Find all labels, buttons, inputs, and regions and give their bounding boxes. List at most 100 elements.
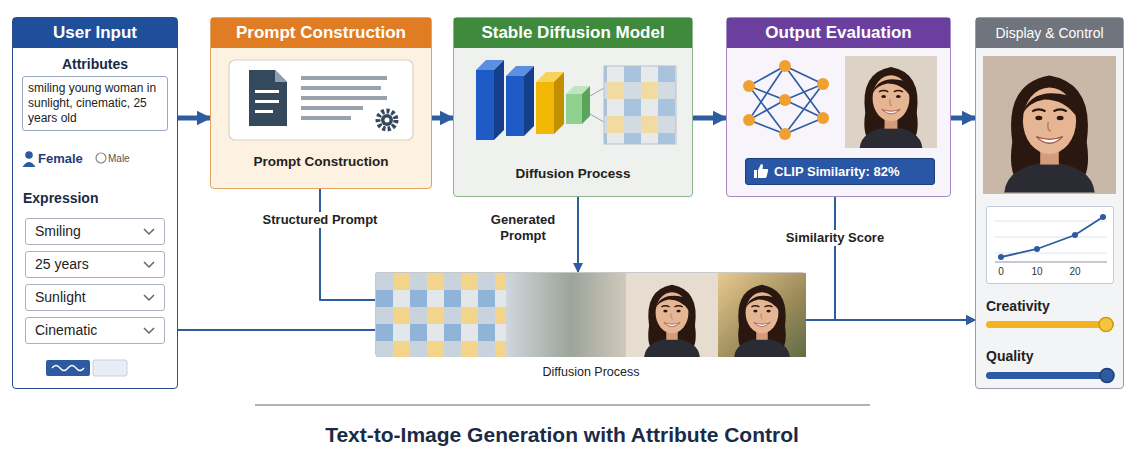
evaluation-network-part <box>743 114 755 126</box>
thumbs-up-icon <box>753 163 769 179</box>
prompt-document-icon-part <box>385 118 390 123</box>
radio-label: Male <box>108 153 130 165</box>
edge-label: Generated Prompt <box>476 212 570 243</box>
dropdown: 25 years <box>25 251 165 278</box>
section-label: Attributes <box>13 56 177 73</box>
prompt-document-icon-part <box>301 116 351 120</box>
radio-label: Female <box>38 151 83 167</box>
dropdown-chevron <box>144 229 154 234</box>
prompt-document-icon-part <box>275 70 287 82</box>
score-text: CLIP Similarity: 82% <box>774 163 930 180</box>
diffusion-model-blocks-part <box>590 88 604 122</box>
edge-label: Structured Prompt <box>258 212 382 228</box>
dropdown-chevron <box>144 295 154 300</box>
dropdown-chevron <box>144 328 154 333</box>
axis-tick: 20 <box>1066 266 1084 278</box>
evaluation-network-part <box>749 66 785 86</box>
dropdown-chevron <box>144 262 154 267</box>
prompt-document-icon <box>211 48 431 152</box>
process-panel: Prompt ConstructionPrompt Construction <box>210 17 432 189</box>
diffusion-model-blocks-part <box>604 66 676 144</box>
line-chart-part <box>995 262 1107 263</box>
diffusion-model-blocks-part <box>524 66 534 136</box>
prompt-document-icon-part <box>255 100 279 103</box>
diffusion-model-blocks-part <box>582 86 590 124</box>
evaluation-network-part <box>779 60 791 72</box>
input-panel: User InputAttributesExpressionsmiling yo… <box>12 17 178 389</box>
prompt-document-icon-part <box>301 86 381 90</box>
dropdown-value: 25 years <box>35 256 135 273</box>
evaluation-network-part <box>817 112 829 124</box>
connector-line <box>320 189 375 300</box>
user-input-graphics-part <box>46 360 90 376</box>
user-input-graphics-part <box>23 162 36 167</box>
prompt-document-icon-part <box>301 106 363 110</box>
user-input-graphics-part <box>96 153 106 163</box>
dropdown-chevron <box>143 261 155 269</box>
chart-box: 0 10 20 <box>986 206 1114 284</box>
diffusion-strip-images-part <box>718 273 806 357</box>
diffusion-strip-images-part <box>626 273 718 357</box>
diffusion-strip-images-part <box>376 273 526 357</box>
connector-line <box>805 319 975 321</box>
evaluation-network-part <box>785 118 823 134</box>
prompt-document-icon-part <box>229 60 413 140</box>
flow-arrow <box>693 116 726 121</box>
panel-header: Prompt Construction <box>211 18 431 48</box>
prompt-document-icon-part <box>301 96 387 100</box>
evaluation-network-part <box>779 94 791 106</box>
diffusion-model-blocks-part <box>476 70 494 140</box>
dropdown-chevron <box>143 294 155 302</box>
flow-arrow <box>951 116 975 121</box>
edge-label: Similarity Score <box>773 230 897 246</box>
evaluation-network-part <box>785 100 823 118</box>
diffusion-strip-images-part <box>644 285 700 357</box>
slider-label: Quality <box>986 348 1106 365</box>
user-input-graphics-part <box>52 366 84 371</box>
dropdown: Sunlight <box>25 284 165 311</box>
dropdown: Cinematic <box>25 317 165 344</box>
display-output-and-sliders-part <box>1004 75 1094 192</box>
dropdown-value: Cinematic <box>35 322 135 339</box>
display-panel: Display & ControlCreativityQuality 01020 <box>975 17 1124 389</box>
slider-label: Creativity <box>986 298 1106 315</box>
connector-line <box>577 197 579 272</box>
prompt-document-icon-part <box>249 70 287 126</box>
panel-header: Stable Diffusion Model <box>454 18 692 48</box>
evaluation-network <box>727 48 950 154</box>
diffusion-strip-images-part <box>506 273 636 357</box>
display-output-and-sliders-part <box>986 321 1114 328</box>
caption-rule-part <box>255 404 870 406</box>
panel-header: User Input <box>13 18 177 48</box>
dropdown: Smiling <box>25 218 165 245</box>
prompt-document-icon-part <box>378 111 396 129</box>
strip-caption: Diffusion Process <box>376 365 806 380</box>
display-output-and-sliders-part <box>983 56 1116 194</box>
diffusion-model-blocks-part <box>506 76 524 136</box>
evaluation-network-part <box>749 100 785 120</box>
display-output-and-sliders-part <box>986 372 1114 379</box>
evaluation-network-part <box>749 66 785 120</box>
evaluation-network-part <box>860 67 923 148</box>
display-output-and-sliders-part <box>1099 318 1113 332</box>
display-output-and-sliders-part <box>1100 369 1114 383</box>
line-chart-part <box>998 214 1106 260</box>
process-panel: Output EvaluationCLIP Similarity: 82% <box>726 17 951 197</box>
process-panel: Stable Diffusion ModelDiffusion Process <box>453 17 693 197</box>
prompt-document-icon-part <box>255 90 279 93</box>
axis-tick: 0 <box>992 266 1010 278</box>
prompt-text: smiling young woman in sunlight, cinemat… <box>28 81 162 126</box>
panel-header: Output Evaluation <box>727 18 950 48</box>
diffusion-strip-images <box>376 273 806 357</box>
panel-caption: Prompt Construction <box>211 154 431 170</box>
line-chart-part <box>1034 246 1040 252</box>
axis-tick: 10 <box>1028 266 1046 278</box>
evaluation-network-part <box>779 128 791 140</box>
prompt-document-icon-part <box>255 110 273 113</box>
dropdown-value: Smiling <box>35 223 135 240</box>
user-input-graphics-part <box>25 151 33 159</box>
connector-line <box>178 329 375 331</box>
prompt-document-icon-part <box>381 114 393 126</box>
display-output-and-sliders <box>976 18 1123 388</box>
